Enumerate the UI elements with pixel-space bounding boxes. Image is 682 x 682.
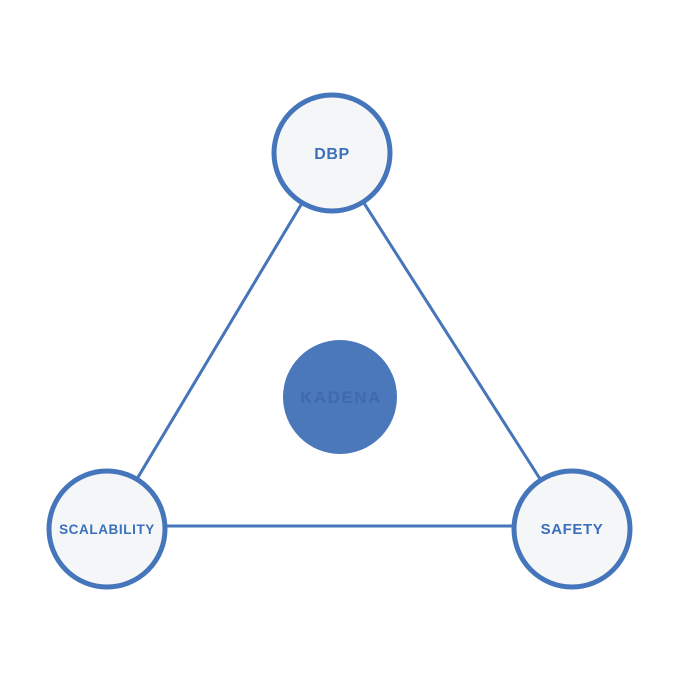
node-dbp: DBP (271, 92, 393, 214)
node-safety: SAFETY (511, 468, 633, 590)
node-safety-circle (511, 468, 633, 590)
node-safety-label: SAFETY (541, 521, 604, 538)
edge-dbp-safety (330, 152, 574, 530)
edge-dbp-scalability (105, 152, 334, 530)
node-scalability-label: SCALABILITY (59, 522, 155, 537)
node-dbp-label: DBP (314, 146, 350, 163)
center-node-circle (283, 340, 397, 454)
node-scalability: SCALABILITY (46, 468, 168, 590)
node-dbp-circle (271, 92, 393, 214)
center-node-label: KADENA (300, 388, 382, 407)
node-scalability-circle (46, 468, 168, 590)
